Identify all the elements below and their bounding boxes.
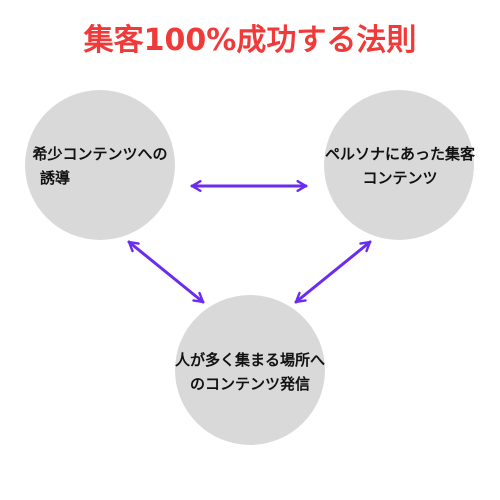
node-circle-right [324,90,474,240]
node-label-bottom-line1: 人が多く集まる場所へ [174,351,325,369]
node-circle-bottom [175,295,325,445]
arrow-right-bottom [294,240,372,304]
arrow-left-bottom [127,240,205,304]
node-label-left-line2: 誘導 [40,169,71,187]
page-title: 集客100%成功する法則 [83,23,417,58]
node-circle-left [25,90,175,240]
node-label-right: ペルソナにあった集客 コンテンツ [300,142,500,190]
node-label-left: 希少コンテンツへの 誘導 [0,142,200,190]
node-label-right-line1: ペルソナにあった集客 [324,145,475,163]
node-label-left-line1: 希少コンテンツへの [32,145,168,163]
node-label-bottom: 人が多く集まる場所へ のコンテンツ発信 [150,348,350,396]
node-label-right-line2: コンテンツ [362,169,438,187]
node-label-bottom-line2: のコンテンツ発信 [189,375,310,393]
